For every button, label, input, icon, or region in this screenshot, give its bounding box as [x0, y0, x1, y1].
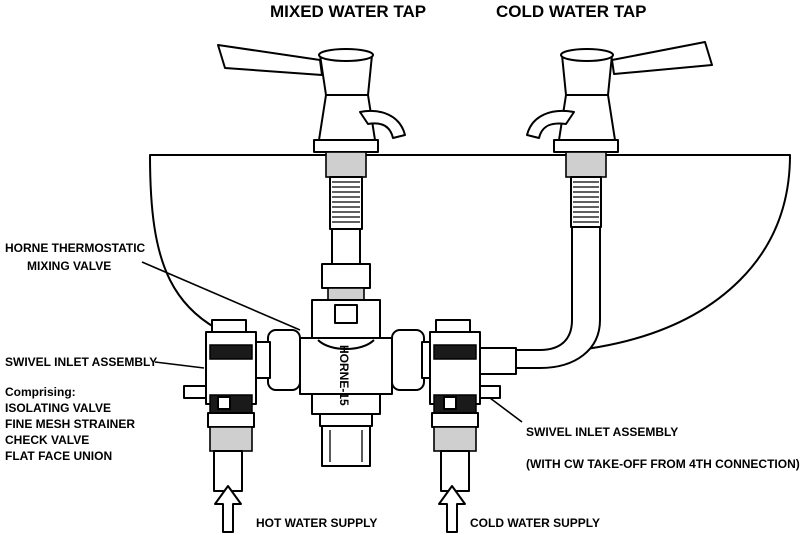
- take-off-note: (WITH CW TAKE-OFF FROM 4TH CONNECTION): [526, 457, 800, 471]
- swivel-left-label: SWIVEL INLET ASSEMBLY: [5, 355, 157, 369]
- component-union: FLAT FACE UNION: [5, 449, 112, 463]
- hot-supply-label: HOT WATER SUPPLY: [256, 516, 377, 530]
- leader-lines: [141, 261, 523, 423]
- valve-label-line2: MIXING VALVE: [27, 259, 111, 273]
- component-check-valve: CHECK VALVE: [5, 433, 89, 447]
- swivel-inlet-left: [183, 319, 257, 492]
- mixed-water-tap: [217, 44, 406, 301]
- cold-tap-title: COLD WATER TAP: [496, 2, 646, 21]
- valve-label-line1: HORNE THERMOSTATIC: [5, 241, 146, 255]
- swivel-inlet-right: [429, 319, 517, 492]
- thermostatic-mixing-valve: HORNE-15: [255, 299, 437, 467]
- cold-supply-arrow-icon: [438, 485, 466, 533]
- comprising-label: Comprising:: [5, 385, 76, 399]
- component-isolating-valve: ISOLATING VALVE: [5, 401, 111, 415]
- swivel-right-label: SWIVEL INLET ASSEMBLY: [526, 425, 678, 439]
- mixed-tap-title: MIXED WATER TAP: [270, 2, 426, 21]
- valve-body-brand: HORNE-15: [337, 345, 351, 406]
- cold-water-tap: [514, 41, 713, 369]
- cold-supply-label: COLD WATER SUPPLY: [470, 516, 600, 530]
- component-strainer: FINE MESH STRAINER: [5, 417, 135, 431]
- hot-supply-arrow-icon: [214, 485, 242, 533]
